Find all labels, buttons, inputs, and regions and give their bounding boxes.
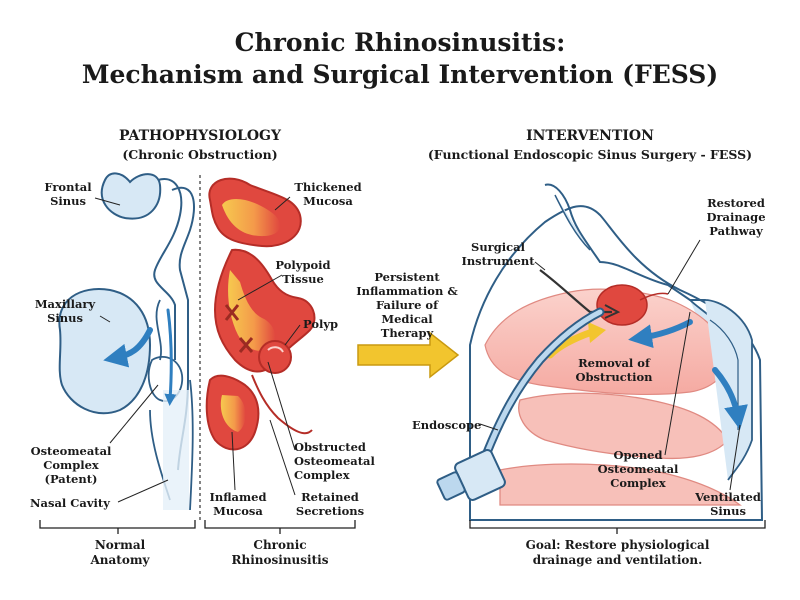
label-thickened-mucosa: Thickened Mucosa xyxy=(294,180,362,208)
left-leader-lines xyxy=(94,196,301,503)
label-inflamed-mucosa: Inflamed Mucosa xyxy=(209,490,267,518)
intervention-heading: INTERVENTION xyxy=(526,128,654,144)
fess-drawing xyxy=(436,183,764,521)
label-removal-of-obstruction: Removal of Obstruction xyxy=(575,356,653,384)
page-title-line1: Chronic Rhinosinusitis: xyxy=(234,28,566,57)
right-brace xyxy=(469,520,766,534)
label-nasal-cavity: Nasal Cavity xyxy=(30,496,110,510)
label-maxillary-sinus: Maxillary Sinus xyxy=(34,297,96,325)
pathophysiology-subheading: (Chronic Obstruction) xyxy=(122,147,278,162)
label-endoscope: Endoscope xyxy=(412,418,482,432)
label-surgical-instrument: Surgical Instrument xyxy=(461,240,535,268)
page-title-line2: Mechanism and Surgical Intervention (FES… xyxy=(81,60,719,89)
transition-arrow xyxy=(357,331,460,379)
right-leader-lines xyxy=(479,239,741,491)
label-restored-drainage-pathway: Restored Drainage Pathway xyxy=(706,196,766,238)
intervention-subheading: (Functional Endoscopic Sinus Surgery - F… xyxy=(427,147,753,162)
pathophysiology-heading: PATHOPHYSIOLOGY xyxy=(118,128,282,144)
transition-text: Persistent Inflammation & Failure of Med… xyxy=(356,270,458,340)
label-obstructed-omc: Obstructed Osteomeatal Complex xyxy=(294,440,375,482)
left-braces xyxy=(39,520,356,534)
caption-goal: Goal: Restore physiological drainage and… xyxy=(525,538,710,567)
label-retained-secretions: Retained Secretions xyxy=(295,490,365,518)
label-polyp: Polyp xyxy=(303,317,339,331)
label-opened-osteomeatal-complex: Opened Osteomeatal Complex xyxy=(597,448,679,490)
caption-chronic-rhinosinusitis: Chronic Rhinosinusitis xyxy=(231,538,329,567)
label-ventilated-sinus: Ventilated Sinus xyxy=(695,490,761,518)
normal-anatomy-drawing xyxy=(58,172,195,511)
caption-normal-anatomy: Normal Anatomy xyxy=(90,538,150,567)
label-osteomeatal-complex-patent: Osteomeatal Complex (Patent) xyxy=(30,444,112,486)
label-frontal-sinus: Frontal Sinus xyxy=(44,180,92,208)
chronic-rhinosinusitis-drawing xyxy=(205,177,316,451)
label-polypoid-tissue: Polypoid Tissue xyxy=(275,258,331,286)
